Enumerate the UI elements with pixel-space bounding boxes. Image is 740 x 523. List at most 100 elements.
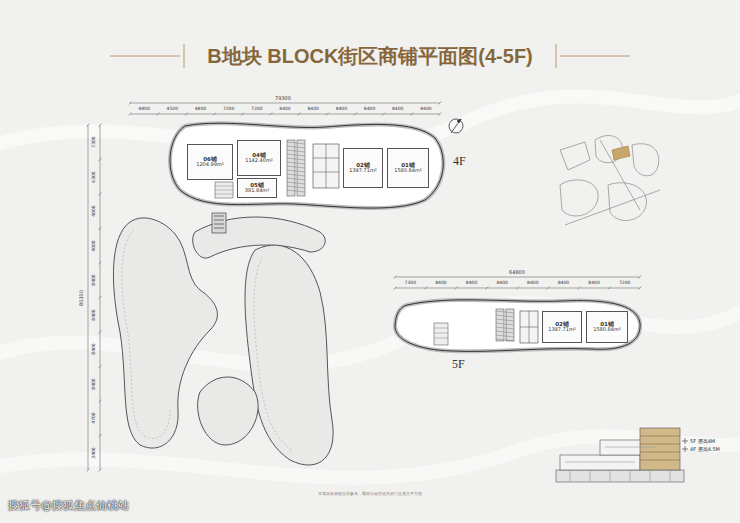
dimension-lines: [394, 287, 397, 290]
building-outline: [287, 154, 305, 156]
watermark: 搜狐号@搜狐焦点仙桃站: [8, 500, 129, 511]
dimension-label: 4700: [92, 413, 97, 424]
floor-height-note: 5F 层高4M: [690, 439, 715, 444]
dimension-label: 3400: [92, 447, 97, 458]
floor-label: 4F: [453, 154, 466, 169]
building-outline: [496, 339, 514, 341]
shop-unit: 05铺381.84m²: [237, 178, 277, 198]
ground-outline: [198, 377, 259, 445]
dimension-lines: [185, 113, 188, 116]
building-outline: [520, 311, 538, 343]
dimension-label: 7200: [619, 281, 630, 286]
building-outline: [287, 178, 305, 180]
dimension-lines: [99, 434, 102, 437]
building-outline: [287, 174, 305, 176]
building-outline: [434, 323, 448, 345]
building-outline: [496, 311, 514, 313]
building-outline: [496, 327, 514, 329]
dimension-label: 80300: [79, 290, 84, 306]
dimension-lines: [326, 113, 329, 116]
dimension-lines: [639, 276, 642, 279]
building-outline: [496, 319, 514, 321]
dimension-lines: [87, 102, 642, 472]
dimension-lines: [157, 113, 160, 116]
dimension-lines: [99, 158, 102, 161]
dimension-lines: [129, 102, 132, 105]
bridge-exit: [214, 216, 224, 228]
dimension-lines: [99, 124, 102, 127]
key-map: [565, 140, 660, 225]
building-outline: [496, 335, 514, 337]
building-outline: [170, 123, 443, 208]
dimension-lines: [129, 113, 132, 116]
building-outline: [287, 166, 305, 168]
dimension-lines: [99, 227, 102, 230]
elevation-drawing: [640, 436, 680, 460]
building-outline: [287, 170, 305, 172]
shop-unit: 02铺1397.71m²: [343, 148, 383, 188]
dimension-lines: [547, 287, 550, 290]
building-outline: [287, 158, 305, 160]
building-outline: [287, 190, 305, 192]
shop-unit: 04铺1142.40m²: [237, 140, 281, 176]
dimension-lines: [516, 287, 519, 290]
dimension-lines: [382, 113, 385, 116]
building-outline: [313, 144, 339, 188]
plan-title: B地块 BLOCK街区商铺平面图(4-5F): [207, 43, 533, 70]
dimension-lines: [395, 288, 640, 289]
ground-inner-line: [122, 230, 170, 438]
elevation-drawing: [682, 438, 688, 452]
dimension-lines: [99, 193, 102, 196]
disclaimer-note: 本项目效果图仅供参考，最终以政府相关部门批准文件为准: [318, 492, 422, 496]
key-map: [612, 146, 630, 160]
dimension-lines: [269, 113, 272, 116]
shop-unit: 02铺1397.71m²: [542, 311, 582, 343]
building-outline: [496, 309, 504, 341]
building-outline: [215, 186, 233, 194]
building-outline: [496, 323, 514, 325]
dimension-lines: [241, 113, 244, 116]
ground-inner-line: [122, 230, 292, 450]
shop-area: 1397.71m²: [349, 168, 377, 174]
shop-area: 1142.40m²: [245, 158, 273, 164]
dimension-lines: [87, 124, 90, 127]
bridge-exit: [212, 213, 226, 233]
ground-inner-line: [254, 258, 292, 450]
dimension-label: 4000: [92, 240, 97, 251]
shop-unit: 01铺1580.84m²: [387, 148, 429, 188]
dimension-lines: [455, 287, 458, 290]
dimension-label: 8400: [420, 107, 431, 112]
dimension-lines: [99, 262, 102, 265]
elevation-drawing: [565, 447, 655, 462]
dimension-lines: [298, 113, 301, 116]
dimension-lines: [577, 287, 580, 290]
ground-outline: [113, 217, 333, 465]
dimension-label: 8400: [92, 378, 97, 389]
dimension-label: 6300: [92, 171, 97, 182]
dimension-label: 79300: [275, 96, 291, 101]
shop-area: 1397.71m²: [548, 327, 576, 333]
dimension-label: 8400: [92, 344, 97, 355]
dimension-lines: [639, 287, 642, 290]
dimension-label: 8400: [496, 281, 507, 286]
dimension-label: 8400: [527, 281, 538, 286]
elevation-drawing: [570, 470, 670, 482]
dimension-lines: [394, 276, 397, 279]
elevation-drawing: [640, 428, 680, 470]
building-outline: [496, 331, 514, 333]
shop-unit: 01铺1580.84m²: [586, 311, 628, 343]
building-outline: [215, 182, 233, 198]
shop-area: 381.84m²: [245, 188, 269, 194]
key-map: [608, 183, 646, 221]
dimension-lines: [608, 287, 611, 290]
building-outline: [287, 140, 295, 196]
dimension-label: 4800: [195, 107, 206, 112]
dimension-label: 8400: [279, 107, 290, 112]
key-map: [560, 180, 598, 216]
north-arrow: [449, 119, 463, 133]
dimension-label: 4000: [92, 206, 97, 217]
dimension-label: 8400: [364, 107, 375, 112]
dimension-lines: [99, 331, 102, 334]
building-outline: [287, 182, 305, 184]
dimension-label: 8400: [92, 275, 97, 286]
